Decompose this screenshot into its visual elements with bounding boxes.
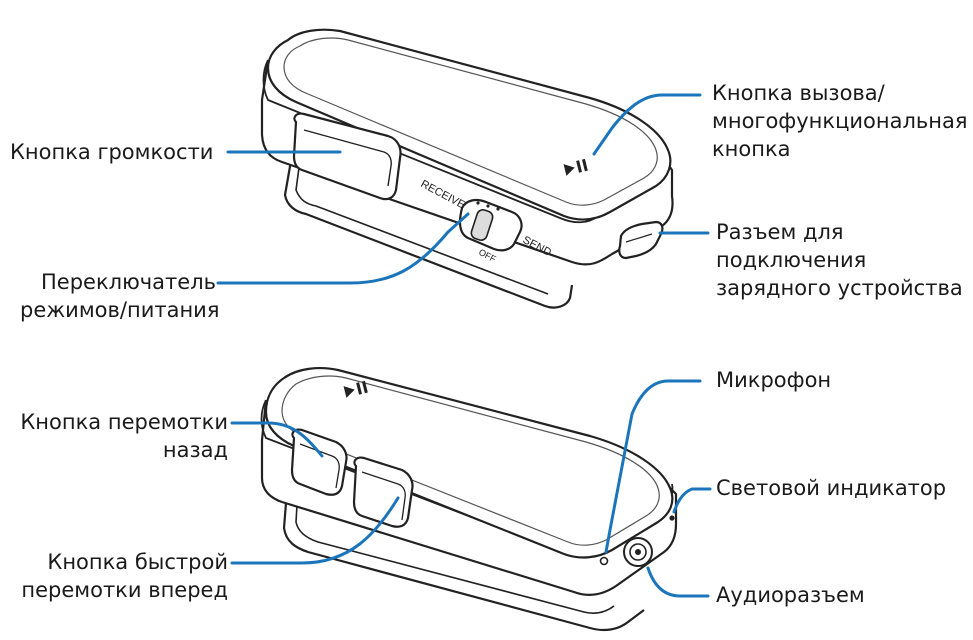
label-volume-button: Кнопка громкости xyxy=(10,140,214,164)
indicator-light-dot xyxy=(669,515,675,521)
label-microphone: Микрофон xyxy=(716,368,832,392)
label-audio-jack: Аудиоразъем xyxy=(716,583,865,607)
microphone-hole xyxy=(599,556,609,566)
charger-port-shape xyxy=(618,220,664,260)
leader-lines xyxy=(216,93,712,598)
leader-microphone xyxy=(604,379,702,554)
play-pause-icon-bottom xyxy=(343,380,368,398)
leader-mode-switch xyxy=(216,212,470,285)
label-charger-port: Разъем для подключения зарядного устройс… xyxy=(716,220,963,300)
label-indicator-light: Световой индикатор xyxy=(716,476,947,500)
leader-rewind xyxy=(230,421,324,458)
leader-call xyxy=(592,93,702,156)
label-fast-forward-button: Кнопка быстрой перемотки вперед xyxy=(21,550,228,602)
device-top xyxy=(260,28,674,309)
leader-indicator xyxy=(672,487,712,514)
device-bottom xyxy=(260,367,678,632)
mode-switch-knob xyxy=(470,209,494,241)
label-call-button: Кнопка вызова/ многофункциональная кнопк… xyxy=(712,81,968,161)
play-pause-icon xyxy=(563,158,588,176)
leader-fast-forward xyxy=(230,496,400,565)
label-rewind-button: Кнопка перемотки назад xyxy=(20,410,228,462)
device-top-clip xyxy=(283,154,574,309)
label-mode-power-switch: Переключатель режимов/питания xyxy=(20,270,220,322)
device-bottom-cap xyxy=(264,367,674,559)
leader-audio-jack xyxy=(646,566,710,598)
